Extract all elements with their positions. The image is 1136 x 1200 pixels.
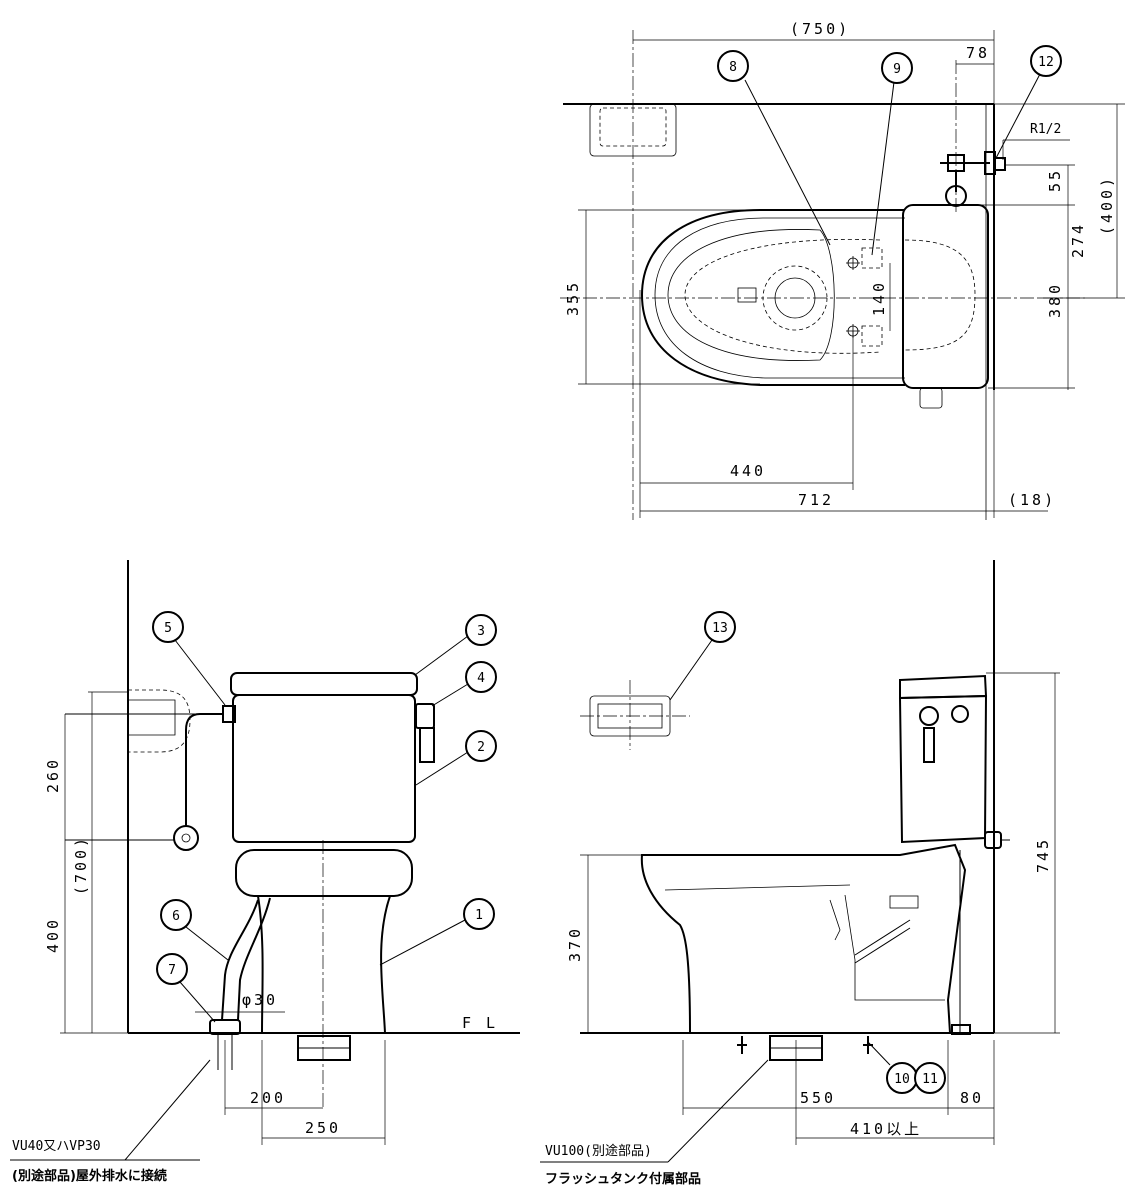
callout-9: 9 xyxy=(893,62,901,77)
dim-80: 80 xyxy=(960,1089,984,1107)
note-drain-pipe: VU40又ハVP30 xyxy=(12,1139,101,1154)
dim-fl: F L xyxy=(462,1014,498,1032)
dim-phi30: φ30 xyxy=(242,991,278,1009)
dim-750: (750) xyxy=(790,20,850,38)
plan-view: (750) 78 R1/2 55 274 (400) 380 355 140 xyxy=(560,20,1125,520)
front-lever xyxy=(419,727,435,763)
dim-78: 78 xyxy=(966,44,990,62)
callout-4: 4 xyxy=(477,671,485,686)
callout-12: 12 xyxy=(1038,55,1054,70)
side-bowl xyxy=(640,843,967,1034)
plan-bowl-rim xyxy=(654,217,905,379)
plan-bowl-hidden xyxy=(684,239,881,354)
front-seat xyxy=(235,849,413,897)
callout-3: 3 xyxy=(477,624,485,639)
callout-7: 7 xyxy=(168,963,176,978)
side-tank-body xyxy=(898,694,988,844)
dim-380: 380 xyxy=(1046,282,1064,318)
dim-250: 250 xyxy=(305,1119,341,1137)
dim-370: 370 xyxy=(566,926,584,962)
side-paper-holder xyxy=(580,680,690,750)
dim-55: 55 xyxy=(1046,168,1064,192)
callout-13: 13 xyxy=(712,621,728,636)
callout-6: 6 xyxy=(172,909,180,924)
dim-700: (700) xyxy=(72,835,90,895)
dim-410: 410以上 xyxy=(850,1120,922,1138)
callout-10: 10 xyxy=(894,1072,910,1087)
front-lever-hub xyxy=(415,703,435,729)
callout-2: 2 xyxy=(477,740,485,755)
plan-tank xyxy=(902,204,989,389)
callout-5: 5 xyxy=(164,621,172,636)
front-tank xyxy=(222,672,435,843)
callout-8: 8 xyxy=(729,60,737,75)
dim-274: 274 xyxy=(1069,222,1087,258)
dim-745: 745 xyxy=(1034,837,1052,873)
callouts: 8 9 12 5 3 4 2 6 7 1 xyxy=(152,45,1062,1094)
dim-18: (18) xyxy=(1008,491,1056,509)
dim-200: 200 xyxy=(250,1089,286,1107)
dim-712: 712 xyxy=(798,491,834,509)
callout-1: 1 xyxy=(475,908,483,923)
front-tank-body xyxy=(232,694,416,843)
callout-11: 11 xyxy=(922,1072,938,1087)
plan-bowl-inner xyxy=(667,229,835,361)
front-pedestal xyxy=(257,895,391,1034)
dim-440: 440 xyxy=(730,462,766,480)
front-bowl xyxy=(235,840,413,1110)
plan-tank-lever xyxy=(919,387,943,409)
side-view: 745 370 550 80 410以上 VU100(別途部品) フラッシュタン… xyxy=(540,560,1060,1187)
note-tank-parts: フラッシュタンク付属部品 xyxy=(545,1171,701,1187)
dim-140: 140 xyxy=(870,280,888,316)
front-paper-holder xyxy=(128,689,191,753)
note-vu100: VU100(別途部品) xyxy=(545,1143,652,1159)
note-outdoor-drain: (別途部品)屋外排水に接続 xyxy=(12,1168,167,1184)
front-overflow-pipe xyxy=(209,897,271,1070)
side-tank xyxy=(898,674,988,844)
side-tank-lid xyxy=(899,674,988,700)
plan-bowl-outer xyxy=(640,209,905,386)
dim-355: 355 xyxy=(564,280,582,316)
front-supply-hose xyxy=(65,713,223,851)
dim-550: 550 xyxy=(800,1089,836,1107)
front-tank-lid xyxy=(230,672,418,696)
plan-paper-holder xyxy=(589,30,677,520)
dim-400-front: 400 xyxy=(44,917,62,953)
dim-260: 260 xyxy=(44,757,62,793)
dim-r12: R1/2 xyxy=(1030,122,1061,137)
front-view: F L xyxy=(10,560,520,1184)
plan-outlet-tab xyxy=(737,287,757,303)
dim-400: (400) xyxy=(1098,175,1116,235)
